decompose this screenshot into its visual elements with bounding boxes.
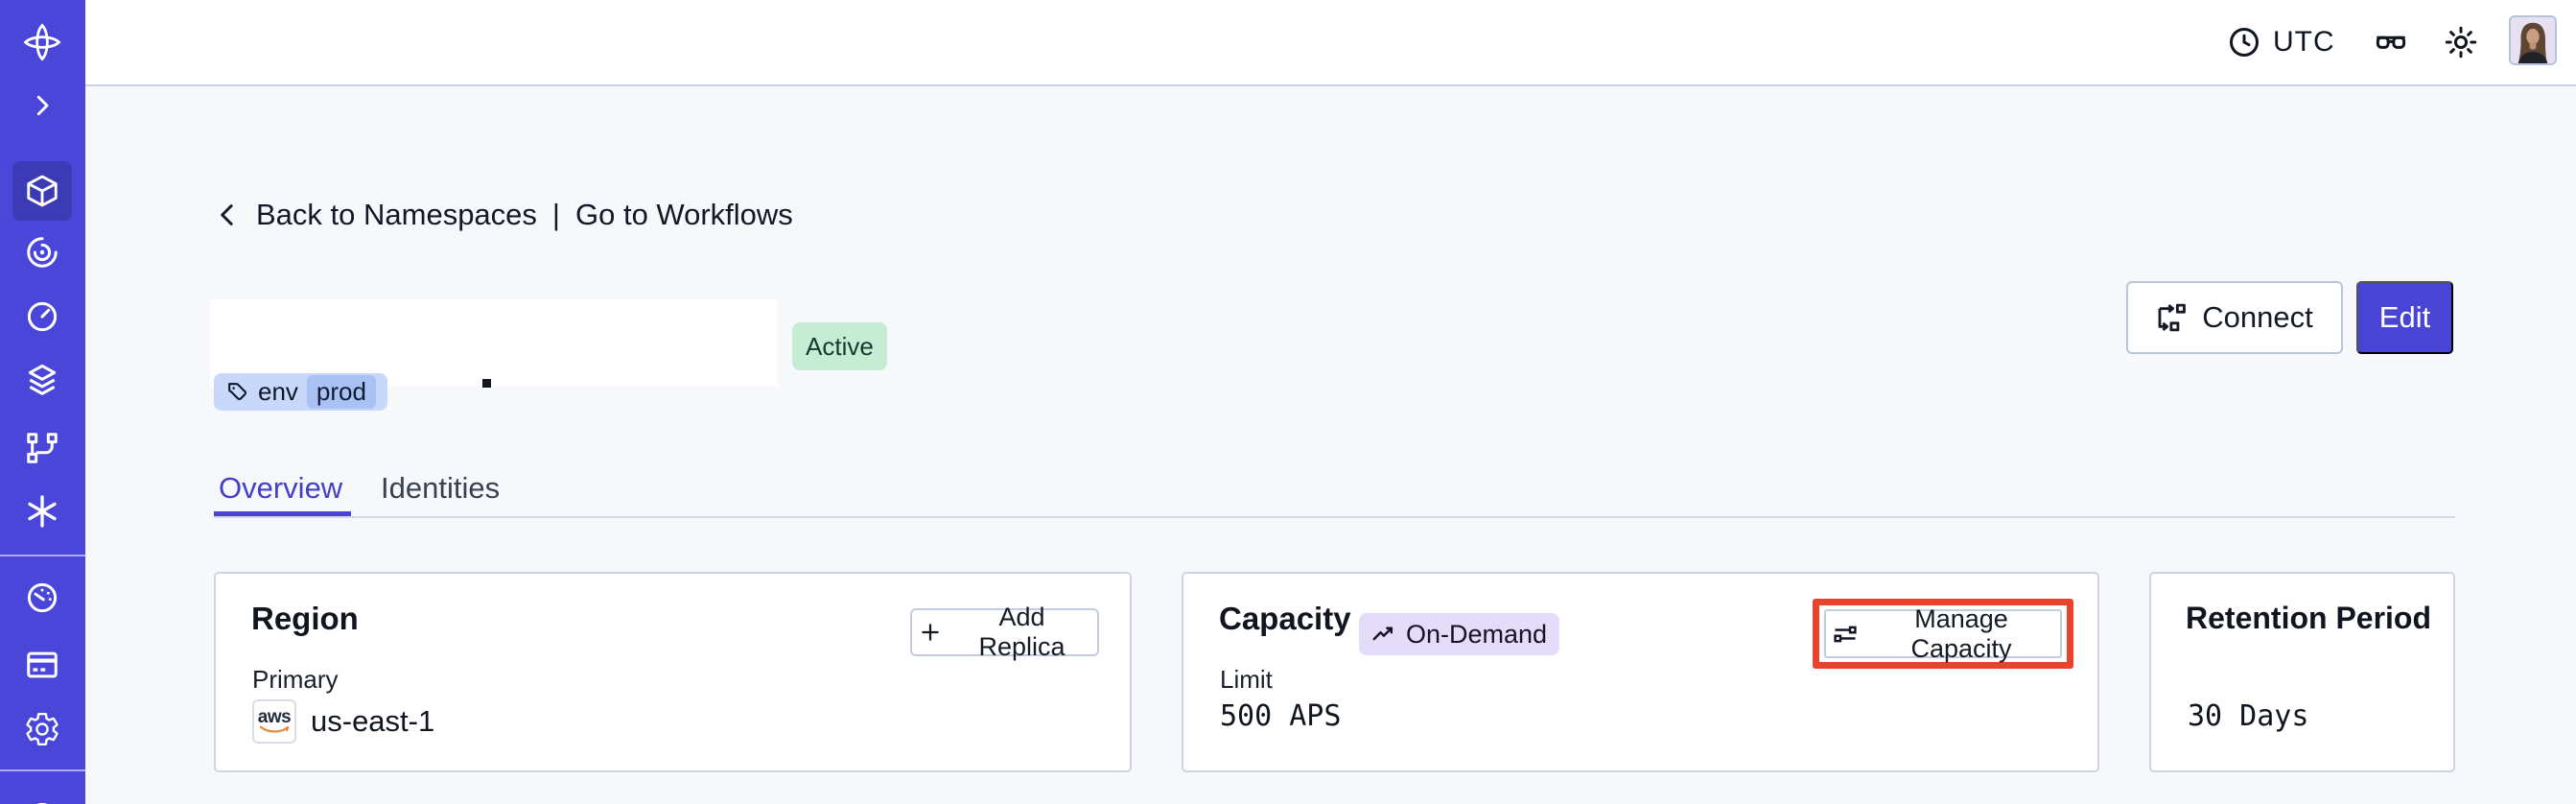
namespace-title-redacted [210,299,778,387]
retention-value: 30 Days [2188,699,2309,733]
tag-value: prod [306,375,376,409]
trending-up-icon [1371,622,1397,648]
back-to-namespaces-link[interactable]: Back to Namespaces [256,198,537,231]
sidebar-item-help[interactable] [24,799,60,804]
breadcrumb-separator: | [551,198,560,231]
sidebar-item-batch-operations[interactable] [24,430,60,466]
status-badge: Active [792,322,887,370]
sidebar-item-usage[interactable] [24,579,60,616]
tab-overview[interactable]: Overview [219,471,343,505]
topbar: UTC [85,0,2576,86]
temporal-logo-icon [23,23,61,61]
capacity-card: Capacity On-Demand [1182,572,2099,772]
connect-icon [2156,301,2189,334]
connect-button[interactable]: Connect [2126,281,2343,354]
tab-identities[interactable]: Identities [381,471,501,505]
retention-card: Retention Period 30 Days [2149,572,2455,772]
limit-label: Limit [1220,665,1273,694]
edit-button[interactable]: Edit [2356,281,2453,354]
sidebar-item-workflows[interactable] [24,234,60,271]
namespace-tag: env prod [214,373,387,411]
user-avatar[interactable] [2509,15,2557,65]
aws-provider-icon: aws [252,699,296,744]
sidebar-divider [0,555,85,556]
utc-clock-icon[interactable] [2227,25,2261,59]
primary-label: Primary [252,665,339,694]
sidebar-item-deployments[interactable] [24,362,60,398]
sidebar-item-billing[interactable] [24,647,60,683]
region-card: Region Add Replica Primary aws us-east-1 [214,572,1132,772]
breadcrumb: Back to Namespaces | Go to Workflows [214,198,793,232]
sidebar-item-namespaces[interactable] [24,173,60,209]
sidebar [0,0,85,804]
on-demand-badge: On-Demand [1359,613,1560,655]
add-replica-button[interactable]: Add Replica [910,603,1099,661]
labs-glasses-icon[interactable] [2373,24,2409,60]
timezone-label[interactable]: UTC [2273,26,2335,58]
tag-key: env [258,377,298,406]
go-to-workflows-link[interactable]: Go to Workflows [574,198,793,231]
connect-label: Connect [2202,300,2313,334]
annotation-highlight-box: Manage Capacity [1813,599,2073,669]
sidebar-divider [0,769,85,771]
primary-region-row: aws us-east-1 [252,699,434,744]
manage-capacity-button[interactable]: Manage Capacity [1824,604,2062,663]
edit-label: Edit [2378,300,2431,334]
region-value: us-east-1 [311,704,435,738]
sidebar-item-schedules[interactable] [24,298,60,335]
tabs-bottom-border [214,516,2455,518]
expand-nav-icon[interactable] [28,91,57,120]
limit-value: 500 APS [1220,699,1342,733]
add-replica-label: Add Replica [978,603,1066,661]
region-card-title: Region [251,601,359,636]
sidebar-item-settings[interactable] [24,711,60,747]
capacity-card-title: Capacity [1219,601,1351,636]
manage-capacity-label: Manage Capacity [1910,603,2012,663]
sliders-icon [1832,621,1859,648]
theme-sun-icon[interactable] [2444,25,2478,59]
active-tab-underline [214,511,351,518]
plus-icon [918,620,943,645]
title-text-artifact [482,379,491,388]
sidebar-item-nexus[interactable] [24,493,60,530]
back-chevron-icon[interactable] [214,201,243,229]
on-demand-label: On-Demand [1406,619,1548,649]
retention-card-title: Retention Period [2186,601,2432,635]
tag-icon [225,380,249,404]
